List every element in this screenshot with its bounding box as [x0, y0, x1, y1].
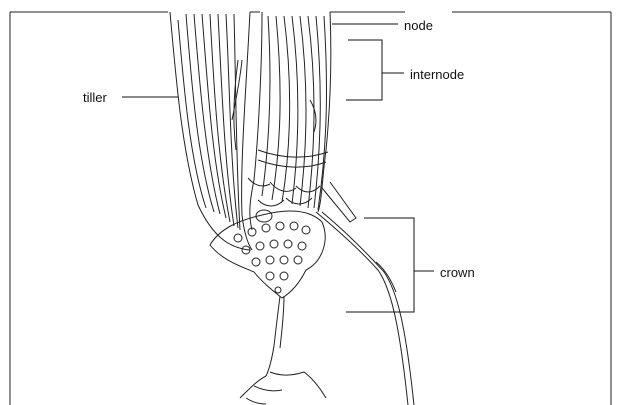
main-stem	[250, 12, 331, 230]
leader-lines	[122, 24, 434, 312]
crown-mass	[210, 178, 325, 298]
tiller-stem	[170, 12, 252, 250]
rhizome	[316, 182, 414, 405]
label-tiller: tiller	[83, 91, 107, 104]
label-node: node	[404, 19, 433, 32]
label-crown: crown	[440, 266, 475, 279]
label-internode: internode	[410, 68, 464, 81]
frame	[10, 12, 611, 405]
roots	[240, 296, 326, 404]
